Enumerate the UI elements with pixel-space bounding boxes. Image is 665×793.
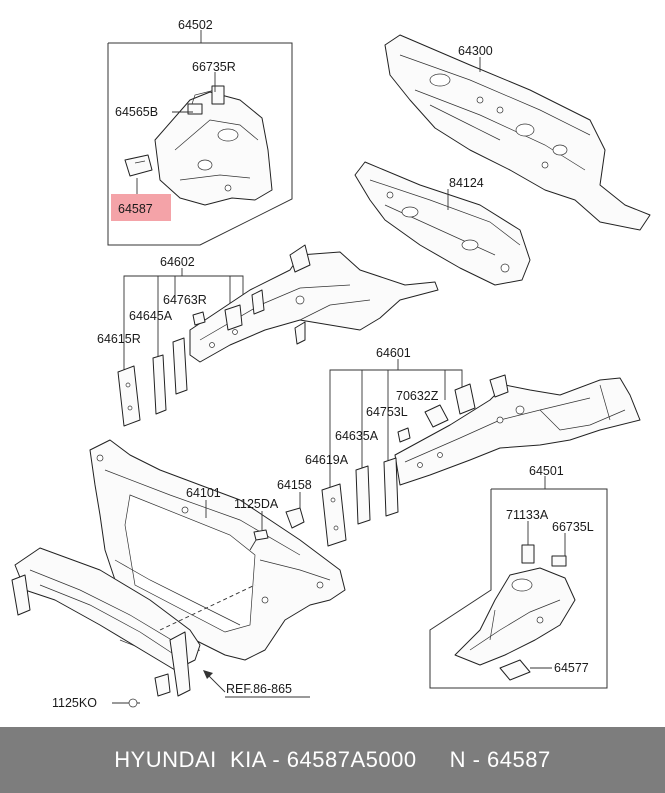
label-64101: 64101 [186, 486, 221, 500]
footer-bar: HYUNDAI KIA - 64587A5000 N - 64587 [0, 727, 665, 793]
label-1125KO: 1125KO [52, 696, 97, 710]
group-64501: 64501 71133A 66735L 64577 [429, 464, 608, 689]
group-64601: 64601 70632Z 64753L 64635A 64619A [305, 346, 641, 547]
label-64577: 64577 [554, 661, 589, 675]
label-64587: 64587 [118, 202, 153, 216]
part-64501-drawing [454, 544, 576, 681]
label-64619A: 64619A [305, 453, 349, 467]
group-64602: 64602 64763R 64645A 64615R [97, 244, 439, 427]
part-64300: 64300 [384, 34, 651, 231]
footer-text: HYUNDAI KIA - 64587A5000 N - 64587 [114, 747, 551, 772]
parts-diagram: 64502 66735R 64565B 64587 64300 84124 [11, 18, 651, 710]
label-64300: 64300 [458, 44, 493, 58]
label-64501: 64501 [529, 464, 564, 478]
part-64602-drawing [189, 244, 439, 363]
label-70632Z: 70632Z [396, 389, 439, 403]
ref-86-865: REF.86-865 [159, 584, 310, 698]
label-64601: 64601 [376, 346, 411, 360]
group-64502: 64502 66735R 64565B 64587 [107, 18, 293, 246]
label-64763R: 64763R [163, 293, 207, 307]
label-66735R: 66735R [192, 60, 236, 74]
label-64565B: 64565B [115, 105, 158, 119]
label-84124: 84124 [449, 176, 484, 190]
label-1125DA: 1125DA [234, 497, 279, 511]
part-bumper-beam: 1125KO [11, 547, 201, 710]
part-1125DA: 1125DA [234, 497, 279, 551]
label-71133A: 71133A [506, 508, 549, 522]
label-64615R: 64615R [97, 332, 141, 346]
label-66735L: 66735L [552, 520, 594, 534]
label-ref: REF.86-865 [226, 682, 292, 696]
label-64158: 64158 [277, 478, 312, 492]
part-64502-drawing [124, 85, 273, 206]
part-84124: 84124 [354, 161, 531, 286]
label-64602: 64602 [160, 255, 195, 269]
part-64601-drawing [394, 374, 641, 486]
label-64753L: 64753L [366, 405, 408, 419]
label-64635A: 64635A [335, 429, 379, 443]
label-64502: 64502 [178, 18, 213, 32]
label-64645A: 64645A [129, 309, 173, 323]
highlight-64587 [111, 194, 171, 221]
part-64158: 64158 [277, 478, 312, 529]
